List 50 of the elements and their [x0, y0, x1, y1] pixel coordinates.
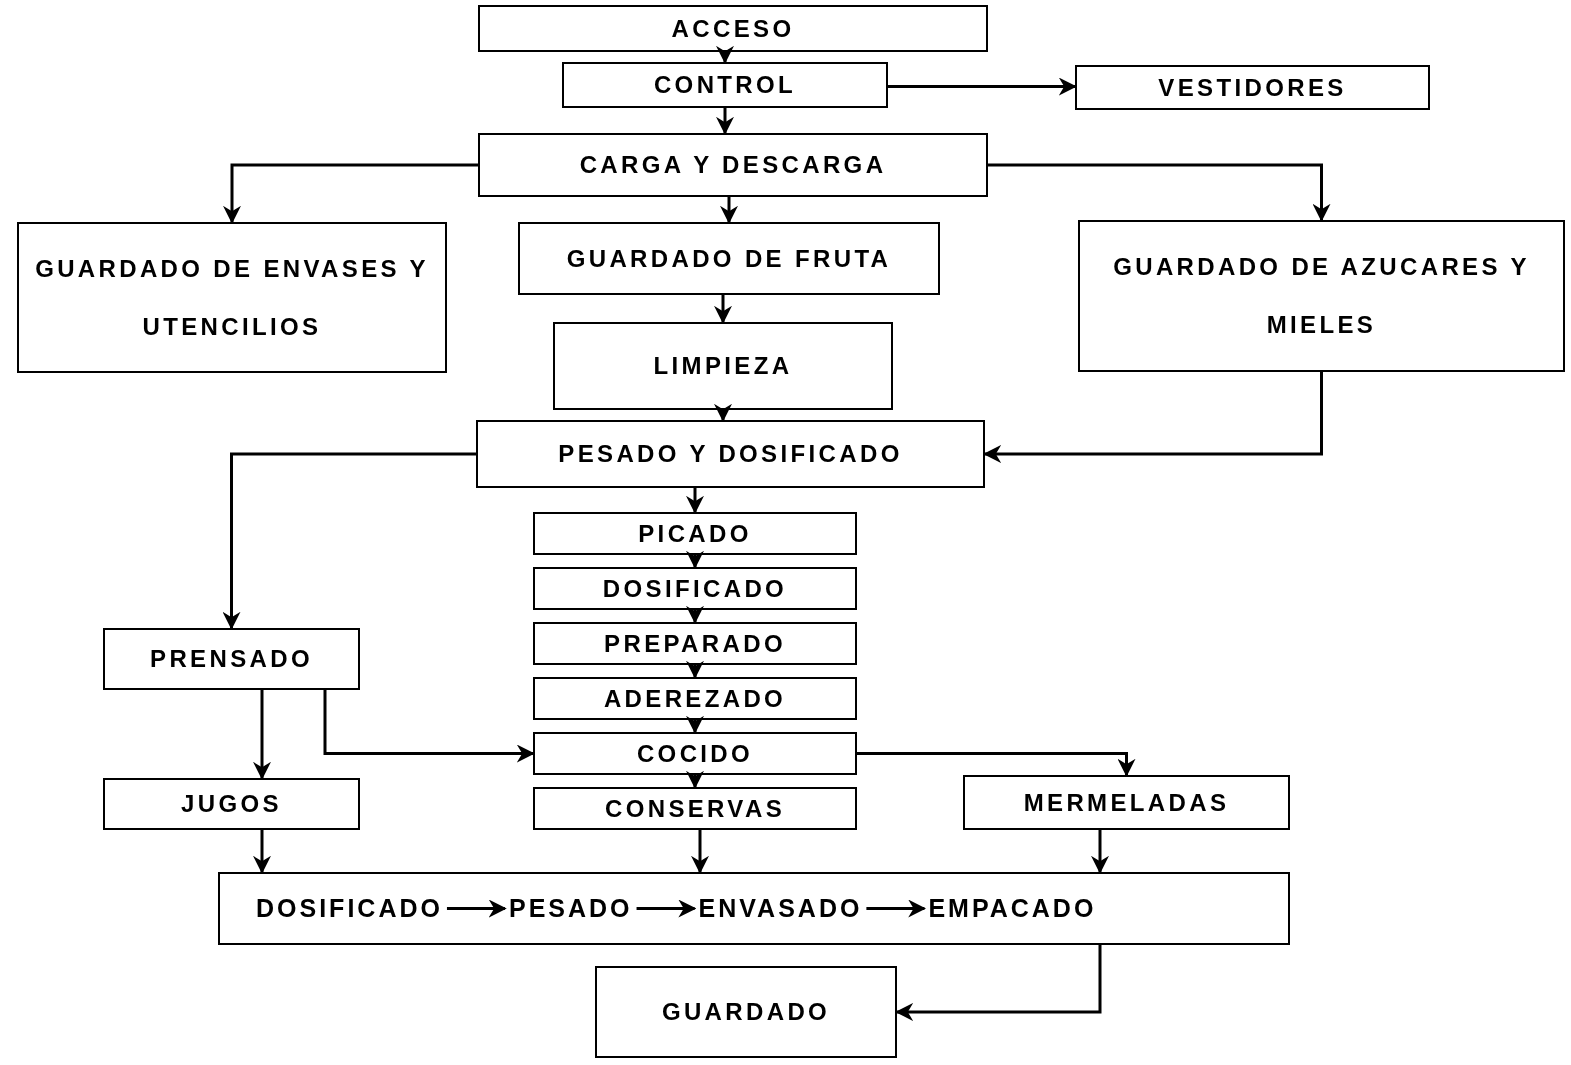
arrow	[716, 45, 734, 64]
process-box: PICADO	[533, 512, 857, 555]
arrow	[686, 660, 704, 679]
arrow	[720, 197, 738, 224]
process-box: PREPARADO	[533, 622, 857, 665]
arrow	[686, 715, 704, 734]
process-box: JUGOS	[103, 778, 360, 830]
step-label: PESADO	[504, 889, 637, 928]
arrow	[253, 690, 271, 780]
step-label: EMPACADO	[924, 889, 1101, 928]
process-box: ADEREZADO	[533, 677, 857, 720]
process-box: DOSIFICADO	[533, 567, 857, 610]
arrow	[691, 830, 709, 874]
process-box: CONSERVAS	[533, 787, 857, 830]
step-label: DOSIFICADO	[252, 889, 447, 928]
arrow	[716, 108, 734, 135]
process-box: MERMELADAS	[963, 775, 1290, 830]
process-group-box	[218, 872, 1290, 945]
arrow	[857, 752, 1136, 777]
process-box: PESADO Y DOSIFICADO	[476, 420, 985, 488]
arrow	[895, 945, 1102, 1021]
arrow	[983, 372, 1323, 463]
arrow	[446, 899, 507, 918]
arrow	[714, 403, 732, 422]
process-box: CONTROL	[562, 62, 888, 108]
process-box: GUARDADO DE ENVASES Y UTENCILIOS	[17, 222, 447, 373]
step-label: ENVASADO	[694, 889, 867, 928]
process-box: VESTIDORES	[1075, 65, 1430, 110]
arrow	[222, 452, 476, 630]
arrow	[1091, 830, 1109, 874]
process-box: GUARDADO DE FRUTA	[518, 222, 940, 295]
arrow	[714, 295, 732, 324]
arrow	[253, 830, 271, 874]
process-box: CARGA Y DESCARGA	[478, 133, 988, 197]
process-box: COCIDO	[533, 732, 857, 775]
arrow	[323, 690, 535, 763]
arrow	[636, 899, 697, 918]
arrow	[888, 77, 1077, 96]
arrow	[988, 163, 1331, 222]
arrow	[686, 770, 704, 789]
arrow	[686, 605, 704, 624]
arrow	[686, 550, 704, 569]
process-box: PRENSADO	[103, 628, 360, 690]
process-box: GUARDADO	[595, 966, 897, 1058]
arrow	[686, 488, 704, 514]
process-box: LIMPIEZA	[553, 322, 893, 410]
arrow	[866, 899, 927, 918]
process-box: ACCESO	[478, 5, 988, 52]
arrow	[223, 163, 478, 224]
process-box: GUARDADO DE AZUCARES Y MIELES	[1078, 220, 1565, 372]
